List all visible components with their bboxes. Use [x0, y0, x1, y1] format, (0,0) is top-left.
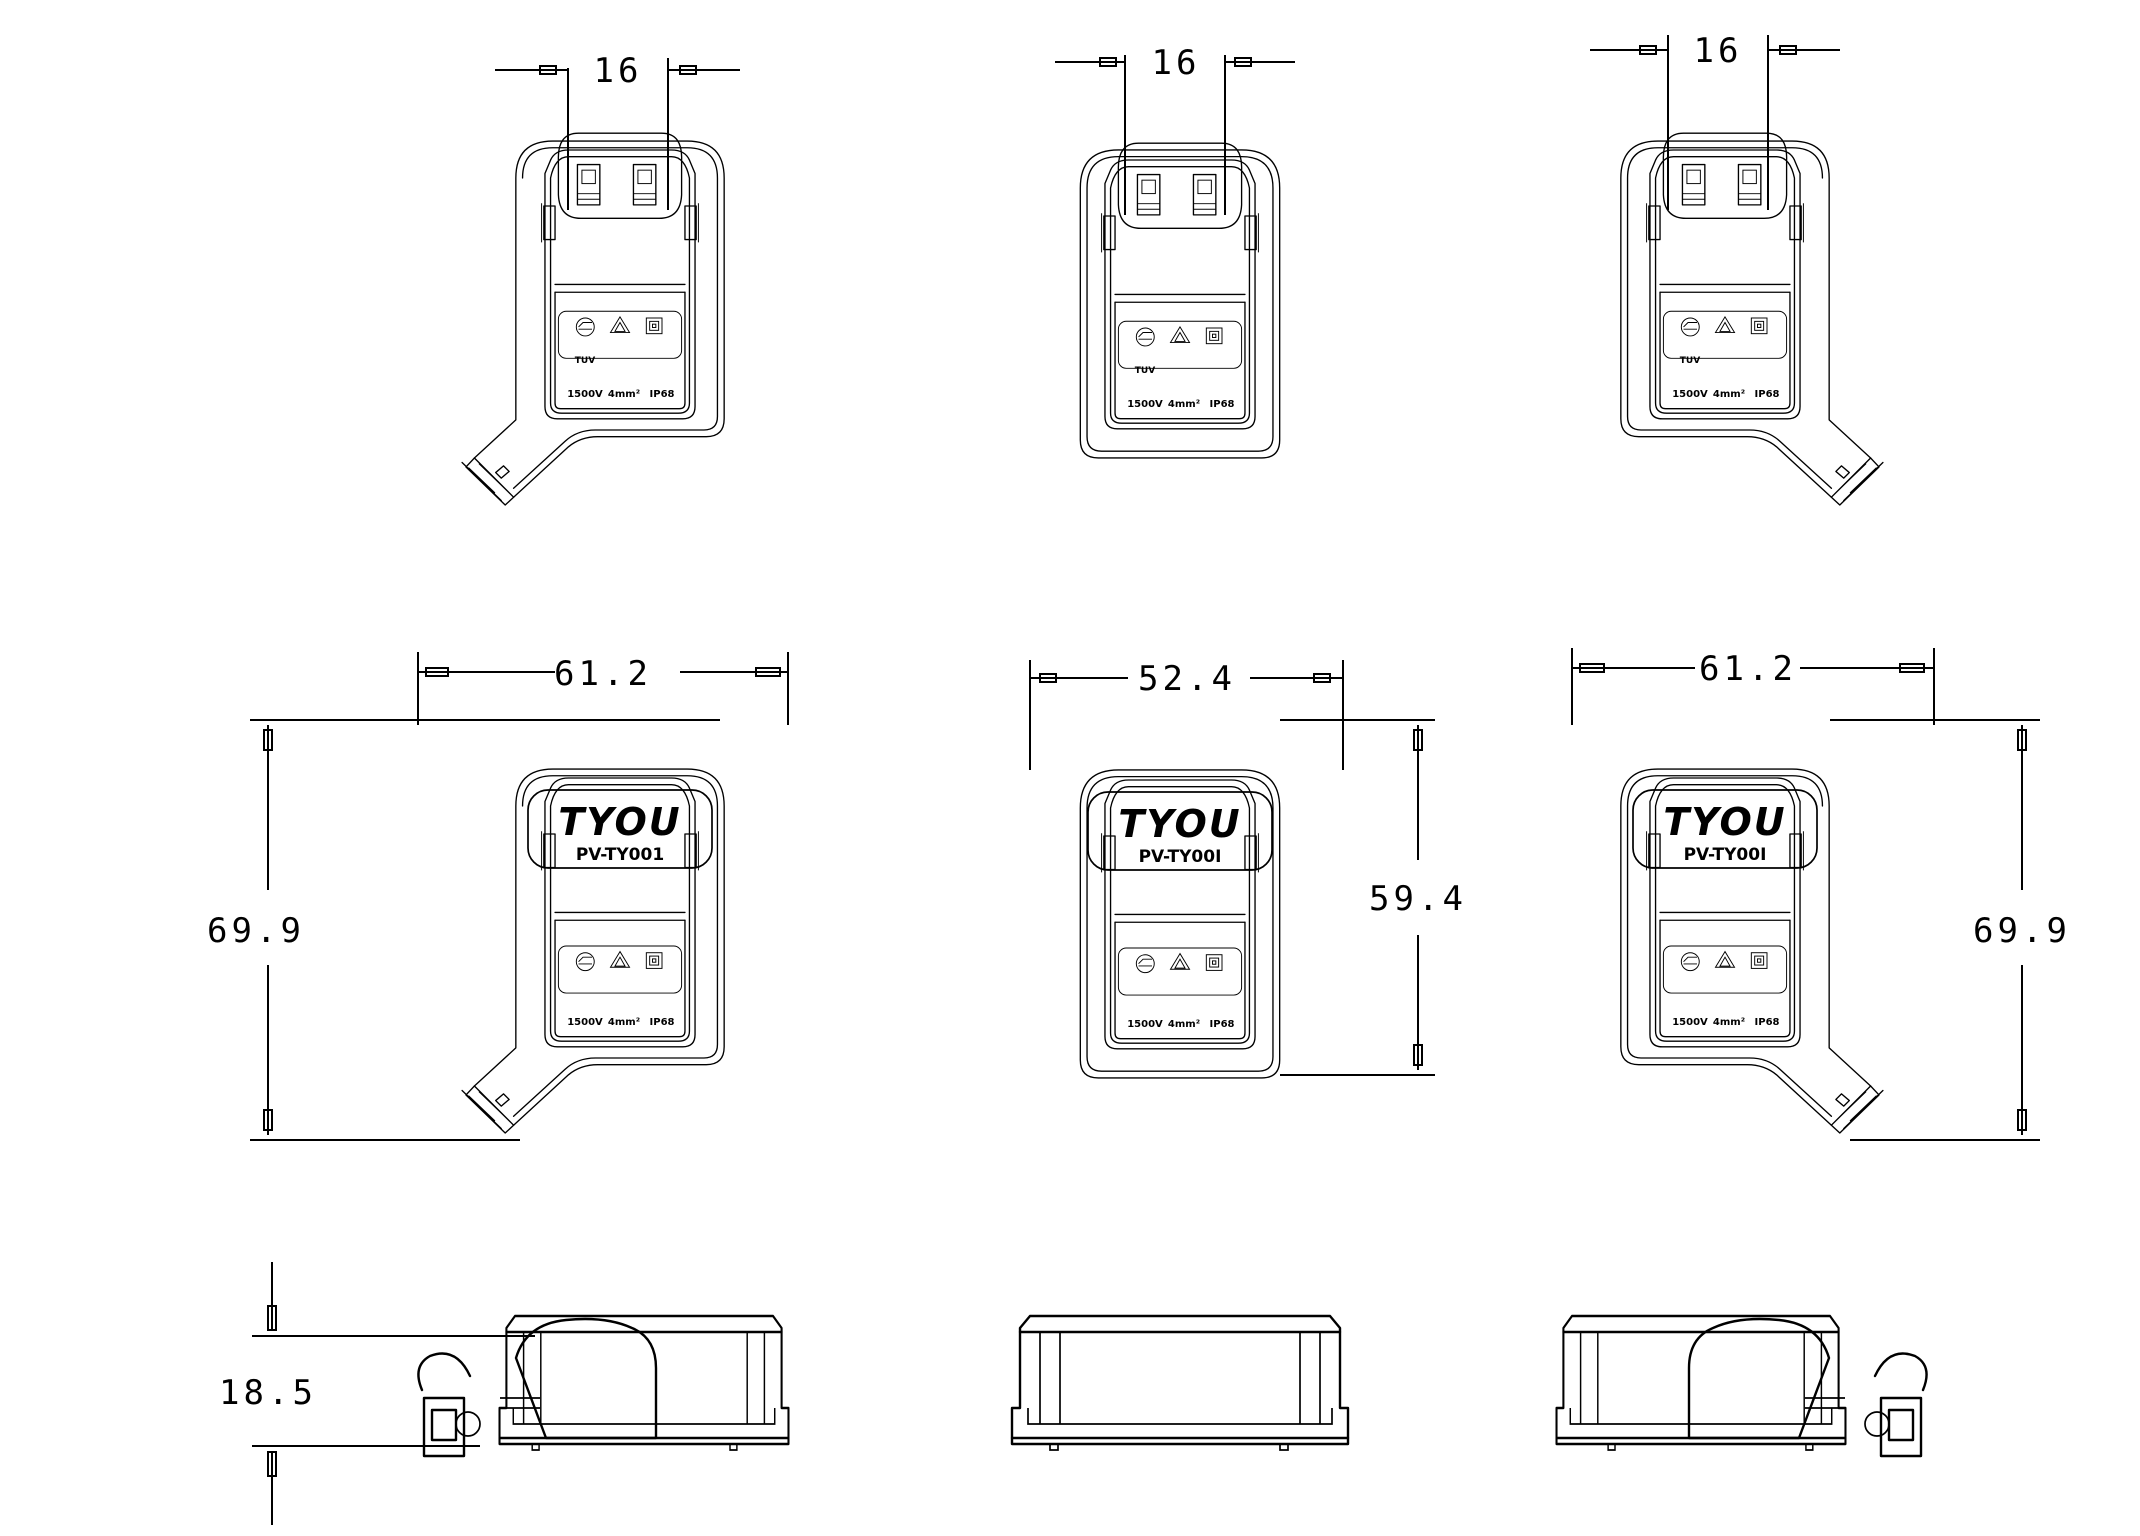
ip-rating: IP68: [650, 1017, 675, 1028]
terminal-size: 4mm²: [1713, 1017, 1745, 1028]
terminal-size: 4mm²: [1168, 1019, 1200, 1030]
ip-rating: IP68: [1210, 399, 1235, 410]
tuv-mark: TUV: [575, 356, 595, 366]
spec-captions: 1500V 4mm² IP68 TUV 1500V 4mm² IP68 TUV …: [567, 356, 1779, 1030]
brand-label: TYOU: [1663, 800, 1786, 844]
width-label: 61.2: [554, 654, 652, 694]
side-height-dimension: 18.5: [219, 1262, 535, 1525]
side-view-center: [1010, 1314, 1350, 1452]
terminal-size: 4mm²: [1168, 399, 1200, 410]
name-plate-left: TYOU PV-TY001: [527, 789, 713, 869]
name-plate-center: TYOU PV-TY00I: [1087, 791, 1273, 871]
model-label: PV-TY001: [576, 845, 664, 865]
terminal-size: 4mm²: [608, 389, 640, 400]
height-dimension-left: 69.9: [207, 719, 720, 1141]
side-view-right: [1555, 1314, 1928, 1458]
tuv-mark: TUV: [1135, 366, 1155, 376]
side-view-left: [417, 1314, 790, 1458]
model-label: PV-TY00I: [1139, 847, 1222, 867]
height-label: 69.9: [207, 911, 305, 951]
terminal-size: 4mm²: [608, 1017, 640, 1028]
voltage-rating: 1500V: [1127, 1019, 1163, 1030]
pin-pitch-dimension-right: 16: [1590, 31, 1840, 210]
top-view-left: [461, 132, 725, 506]
side-height-label: 18.5: [219, 1373, 317, 1413]
ip-rating: IP68: [1210, 1019, 1235, 1030]
ip-rating: IP68: [650, 389, 675, 400]
top-view-right: [1621, 132, 1883, 505]
voltage-rating: 1500V: [567, 389, 603, 400]
tuv-mark: TUV: [1680, 356, 1700, 366]
width-dimension-center: 52.4: [1029, 659, 1344, 770]
model-label: PV-TY00I: [1684, 845, 1767, 865]
name-plate-right: TYOU PV-TY00I: [1632, 789, 1818, 869]
width-label: 61.2: [1699, 649, 1797, 689]
pin-pitch-label: 16: [594, 51, 643, 91]
pin-pitch-label: 16: [1694, 31, 1743, 71]
ip-rating: IP68: [1755, 1017, 1780, 1028]
brand-label: TYOU: [1118, 802, 1241, 846]
voltage-rating: 1500V: [567, 1017, 603, 1028]
pin-pitch-label: 16: [1152, 43, 1201, 83]
pin-pitch-dimension-left: 16: [495, 51, 740, 210]
height-label: 59.4: [1369, 879, 1467, 919]
brand-label: TYOU: [558, 800, 681, 844]
terminal-size: 4mm²: [1713, 389, 1745, 400]
height-label: 69.9: [1973, 911, 2071, 951]
ip-rating: IP68: [1755, 389, 1780, 400]
height-dimension-right: 69.9: [1830, 719, 2071, 1141]
top-view-center: [1079, 142, 1281, 459]
voltage-rating: 1500V: [1672, 1017, 1708, 1028]
voltage-rating: 1500V: [1672, 389, 1708, 400]
width-dimension-left: 61.2: [417, 652, 789, 725]
voltage-rating: 1500V: [1127, 399, 1163, 410]
width-label: 52.4: [1138, 659, 1236, 699]
height-dimension-center: 59.4: [1280, 719, 1467, 1076]
width-dimension-right: 61.2: [1571, 648, 1935, 725]
pin-pitch-dimension-center: 16: [1055, 43, 1295, 215]
